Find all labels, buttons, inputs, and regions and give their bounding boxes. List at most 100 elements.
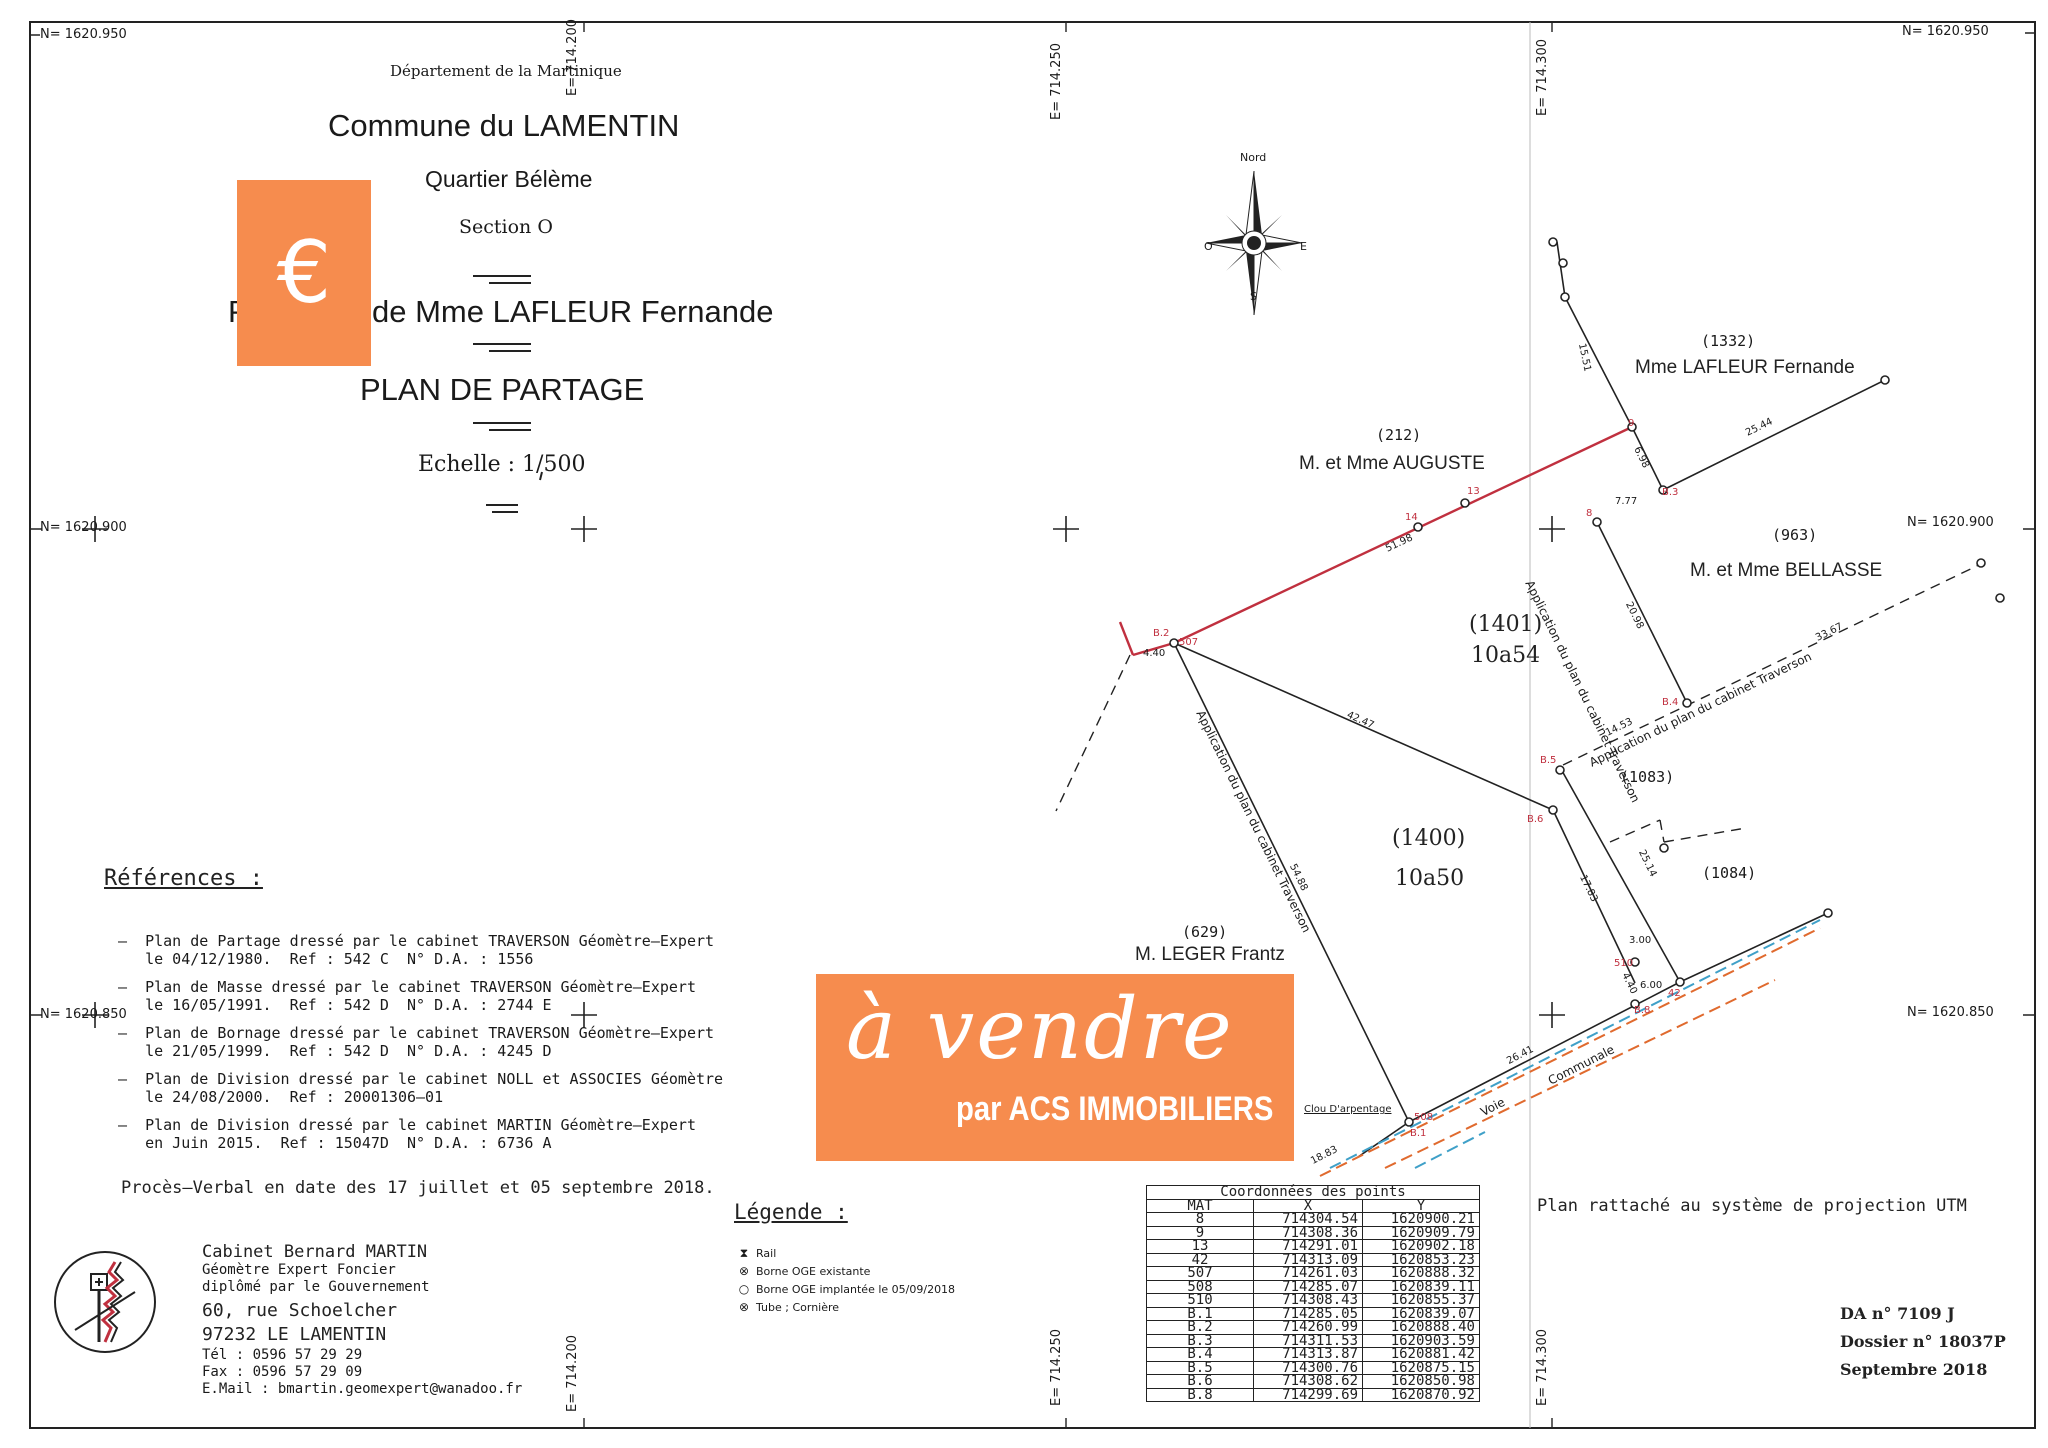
parcel-212-id: (212) [1376, 426, 1422, 444]
plan-date: Septembre 2018 [1840, 1360, 1988, 1379]
coord-y: 1620903.59 [1362, 1333, 1480, 1348]
grid-e-label-3-bot: E= 714.300 [1535, 1329, 1550, 1406]
point-label: 507 [1179, 637, 1199, 648]
point-label: B.2 [1153, 628, 1170, 639]
department-label: Département de la Martinique [390, 62, 622, 80]
survey-points [1169, 237, 2005, 1127]
coord-x: 714308.43 [1253, 1293, 1363, 1308]
cabinet-title2: diplômé par le Gouvernement [202, 1279, 430, 1295]
distance-label: 6.00 [1640, 980, 1663, 991]
road-lines [1319, 919, 1821, 1177]
parcel-1401-area: 10a54 [1471, 643, 1541, 668]
grid-n-label-bot-right: N= 1620.850 [1907, 1005, 1994, 1020]
legend-item: ○Borne OGE implantée le 05/09/2018 [738, 1280, 955, 1298]
grid-e-label-2-bot: E= 714.250 [1049, 1329, 1064, 1406]
grid-n-label-top: N= 1620.950 [40, 27, 127, 42]
point-label: 13 [1467, 486, 1480, 497]
edge-ticks [30, 22, 2035, 1428]
plan-frame [29, 21, 2036, 1429]
coord-y: 1620870.92 [1362, 1387, 1480, 1402]
banner-main-text: à vendre [846, 980, 1234, 1078]
coord-y: 1620850.98 [1362, 1374, 1480, 1389]
legend-item: ⧗Rail [738, 1244, 955, 1262]
legend-label: Borne OGE existante [756, 1264, 871, 1278]
legend-title: Légende : [734, 1200, 848, 1224]
scale-label: Echelle : 1/500 [418, 452, 586, 477]
borne-existante-icon: ⊗ [738, 1264, 750, 1278]
grid-e-label-1-top: E= 714.200 [565, 19, 580, 96]
legend-list: ⧗Rail ⊗ Borne OGE existante ○Borne OGE im… [738, 1244, 955, 1316]
section-label: Section O [459, 216, 553, 238]
cabinet-address1: 60, rue Schoelcher [202, 1300, 398, 1321]
coord-x: 714299.69 [1253, 1387, 1363, 1402]
dossier-number: Dossier n° 18037P [1840, 1332, 2006, 1351]
coord-mat: 510 [1146, 1293, 1254, 1308]
parcel-1400-area: 10a50 [1395, 866, 1465, 891]
legend-item: ⊗ Borne OGE existante [738, 1262, 955, 1280]
cabinet-logo-shape [54, 1251, 156, 1353]
reference-item: – Plan de Division dressé par le cabinet… [118, 1070, 724, 1106]
parcel-963-owner: M. et Mme BELLASSE [1690, 560, 1883, 581]
grid-e-label-2-top: E= 714.250 [1049, 43, 1064, 120]
point-label: 9 [1628, 418, 1635, 429]
legend-item: ⊗Tube ; Cornière [738, 1298, 955, 1316]
coord-y: 1620902.18 [1362, 1239, 1480, 1254]
compass-rose [1205, 170, 1303, 316]
coord-mat: B.2 [1146, 1320, 1254, 1335]
point-label: B.1 [1410, 1128, 1427, 1139]
compass-west: O [1204, 240, 1213, 253]
clou-arpentage-label: Clou D'arpentage [1304, 1104, 1392, 1115]
grid-n-label-mid-right: N= 1620.900 [1907, 515, 1994, 530]
da-number: DA n° 7109 J [1840, 1304, 1955, 1323]
parcel-1084-id: (1084) [1702, 864, 1757, 882]
compass-south: S [1250, 290, 1257, 303]
point-label: 510 [1614, 958, 1634, 969]
coord-x: 714285.07 [1253, 1279, 1363, 1294]
distance-label: 7.77 [1615, 496, 1638, 507]
parcel-1083-id: (1083) [1620, 768, 1675, 786]
banner-sub-text: par ACS IMMOBILIERS [956, 1090, 1274, 1128]
borne-implantee-icon: ○ [738, 1282, 750, 1296]
scale-tick [539, 471, 543, 481]
legend-label: Rail [756, 1246, 777, 1260]
parcel-1401-id: (1401) [1469, 612, 1543, 637]
for-sale-banner: à vendre par ACS IMMOBILIERS [816, 974, 1294, 1161]
point-label: 508 [1414, 1112, 1434, 1123]
coord-y: 1620881.42 [1362, 1347, 1480, 1362]
dashed-lines [1055, 562, 1984, 843]
grid-n-label-top-right: N= 1620.950 [1902, 24, 1989, 39]
coord-y: 1620888.40 [1362, 1320, 1480, 1335]
doc-type-title: PLAN DE PARTAGE [360, 372, 645, 407]
parcel-629-owner: M. LEGER Frantz [1135, 944, 1285, 965]
quartier-label: Quartier Bélème [425, 166, 593, 192]
coord-mat: 13 [1146, 1239, 1254, 1254]
point-label: B.6 [1527, 814, 1544, 825]
distance-label: 4.40 [1143, 648, 1166, 659]
parcel-212-owner: M. et Mme AUGUSTE [1299, 453, 1485, 474]
coord-mat: 42 [1146, 1252, 1254, 1267]
legend-label: Tube ; Cornière [756, 1300, 840, 1314]
coord-y: 1620888.32 [1362, 1266, 1480, 1281]
grid-crosses [82, 516, 1565, 1028]
cabinet-address2: 97232 LE LAMENTIN [202, 1324, 387, 1345]
compass-east: E [1300, 240, 1307, 253]
grid-e-label-3-top: E= 714.300 [1535, 39, 1550, 116]
reference-item: – Plan de Partage dressé par le cabinet … [118, 932, 715, 968]
coord-y: 1620839.07 [1362, 1306, 1480, 1321]
utm-note: Plan rattaché au système de projection U… [1537, 1196, 1967, 1216]
coord-x: 714304.54 [1253, 1212, 1363, 1227]
parcel-1332-id: (1332) [1701, 332, 1756, 350]
title-rules [473, 275, 531, 513]
point-label: B.5 [1540, 755, 1557, 766]
parcel-1332-owner: Mme LAFLEUR Fernande [1635, 357, 1855, 378]
cabinet-email: E.Mail : bmartin.geomexpert@wanadoo.fr [202, 1381, 523, 1397]
